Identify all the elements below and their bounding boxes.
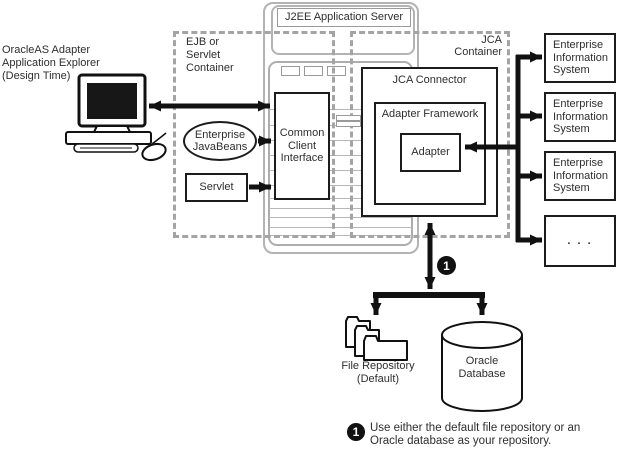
servlet-node: Servlet: [185, 173, 248, 202]
server-slot-line: [269, 227, 412, 228]
ejb-servlet-container-label: EJB or Servlet Container: [186, 36, 234, 74]
eis-node-more: . . .: [544, 215, 616, 267]
eis-node-2: Enterprise Information System: [544, 92, 616, 142]
server-slot-line: [269, 185, 412, 186]
ejb-servlet-container-boundary: [173, 31, 335, 238]
client-label: OracleAS Adapter Application Explorer (D…: [2, 44, 100, 82]
file-repository-folders-icon: [345, 316, 408, 361]
server-port-tab: [336, 121, 361, 127]
monitor-screen-icon: [87, 83, 137, 119]
server-vent-icon: [327, 66, 346, 76]
server-slot-line: [269, 109, 412, 110]
client-computer-icon: [65, 73, 167, 162]
server-vent-icon: [281, 66, 300, 76]
server-vent-icon: [304, 66, 323, 76]
eis-node-3: Enterprise Information System: [544, 151, 616, 201]
oracle-database-label: Oracle Database: [458, 355, 506, 380]
server-slot-line: [269, 235, 412, 236]
mouse-icon: [141, 142, 167, 162]
enterprise-javabeans-node: Enterprise JavaBeans: [183, 121, 257, 161]
server-slot-line: [269, 140, 412, 141]
cylinder-top-arc: [441, 334, 523, 349]
server-slot-line: [269, 170, 412, 171]
server-slot-line: [269, 155, 412, 156]
mouse-cable-icon: [151, 132, 167, 145]
footnote-text: Use either the default file repository o…: [370, 422, 581, 447]
computer-base-icon: [65, 131, 152, 145]
j2ee-server-header-frame: [271, 5, 415, 55]
cylinder-body: [441, 321, 523, 412]
server-slot-line: [269, 198, 412, 199]
eis-node-1: Enterprise Information System: [544, 33, 616, 83]
server-slot-line: [269, 208, 412, 209]
arrows-layer: [149, 51, 542, 315]
common-client-interface-node: Common Client Interface: [274, 92, 330, 200]
jca-container-label: JCA Container: [454, 34, 502, 58]
server-slot-line: [269, 217, 412, 218]
server-port-tab: [336, 115, 361, 121]
folder-icon: [363, 335, 408, 361]
footnote-1-badge: 1: [347, 423, 365, 441]
adapter-node: Adapter: [400, 133, 461, 172]
file-repository-label: File Repository (Default): [341, 360, 415, 385]
database-cylinder-icon: [441, 321, 523, 412]
j2ee-server-title-box: J2EE Application Server: [277, 8, 411, 27]
callout-1-badge: 1: [437, 256, 456, 275]
j2ee-server-title: J2EE Application Server: [284, 11, 403, 24]
